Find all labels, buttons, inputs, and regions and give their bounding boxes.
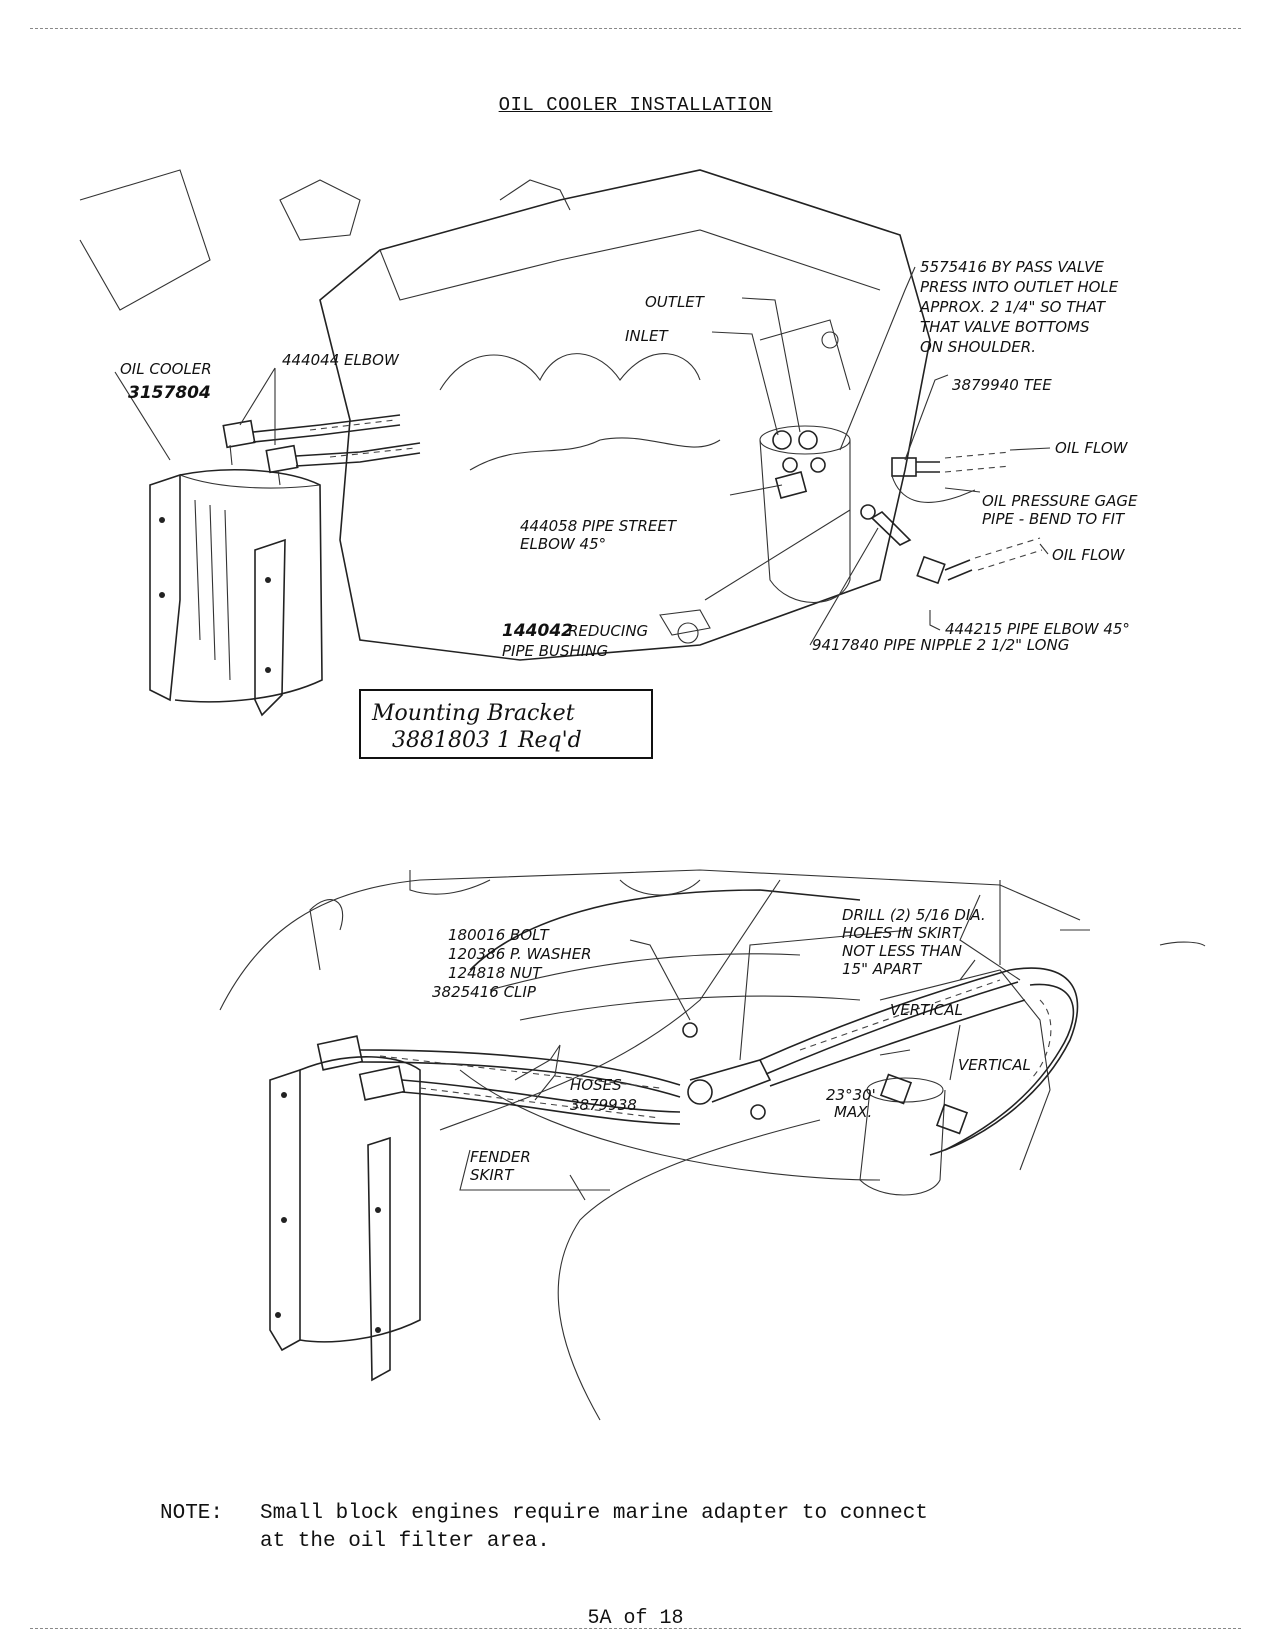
label-bypass-3: APPROX. 2 1/4" SO THAT: [919, 298, 1107, 316]
note-lead: NOTE:: [160, 1502, 224, 1525]
label-bypass-1: 5575416 BY PASS VALVE: [920, 258, 1104, 276]
label-clip: 3825416 CLIP: [432, 983, 537, 1001]
label-street-elbow-1: 444058 PIPE STREET: [520, 517, 678, 535]
bottom-diagram: 180016 BOLT 120386 P. WASHER 124818 NUT …: [219, 869, 1206, 1421]
label-oil-cooler: OIL COOLER: [120, 360, 212, 378]
label-elbow: 444044 ELBOW: [282, 351, 400, 369]
label-drill-2: HOLES IN SKIRT: [842, 924, 963, 942]
label-gage-1: OIL PRESSURE GAGE: [982, 492, 1138, 510]
engine-side-outline: [219, 869, 1206, 1181]
label-washer: 120386 P. WASHER: [448, 945, 592, 963]
label-oil-cooler-part: 3157804: [128, 383, 211, 403]
bottom-leader-lines: [459, 880, 1021, 1201]
label-bypass-5: ON SHOULDER.: [920, 338, 1036, 356]
label-oil-flow-1: OIL FLOW: [1055, 439, 1129, 457]
label-fender-2: SKIRT: [470, 1166, 515, 1184]
label-bolt: 180016 BOLT: [448, 926, 550, 944]
oil-cooler-bottom-drawing: [269, 1035, 681, 1382]
page-title: OIL COOLER INSTALLATION: [498, 94, 773, 116]
label-gage-2: PIPE - BEND TO FIT: [982, 510, 1126, 528]
label-vertical-1: VERTICAL: [890, 1001, 963, 1019]
top-edge-line: [30, 28, 1241, 29]
label-bushing-part: 144042: [502, 621, 573, 641]
filter-fittings-drawing: [772, 430, 1043, 585]
label-street-elbow-2: ELBOW 45°: [520, 535, 606, 553]
label-bushing-2: PIPE BUSHING: [502, 642, 608, 660]
top-diagram: OIL COOLER 3157804 444044 ELBOW OUTLET I…: [79, 169, 1138, 759]
note-line-2: at the oil filter area.: [260, 1530, 550, 1553]
label-tee: 3879940 TEE: [952, 376, 1052, 394]
fender-skirt-line: [439, 879, 781, 1131]
label-pipe-elbow: 444215 PIPE ELBOW 45°: [945, 620, 1130, 638]
label-hoses-2: 3879938: [570, 1096, 637, 1114]
note-text: Small block engines require marine adapt…: [260, 1500, 928, 1556]
label-nipple: 9417840 PIPE NIPPLE 2 1/2" LONG: [812, 636, 1069, 654]
bottom-edge-line: [30, 1628, 1241, 1629]
label-drill-1: DRILL (2) 5/16 DIA.: [842, 906, 986, 924]
bracket-line-1: Mounting Bracket: [371, 701, 575, 726]
label-fender-1: FENDER: [470, 1148, 531, 1166]
label-drill-3: NOT LESS THAN: [842, 942, 962, 960]
label-hoses-1: HOSES: [570, 1076, 622, 1094]
leader-lines: [114, 266, 1051, 646]
label-vertical-2: VERTICAL: [958, 1056, 1031, 1074]
engine-block-outline: [79, 169, 931, 661]
oil-cooler-drawing: [149, 414, 421, 717]
label-angle-2: MAX.: [834, 1103, 872, 1121]
label-angle-1: 23°30': [826, 1086, 876, 1104]
note-block: NOTE: Small block engines require marine…: [160, 1500, 1060, 1556]
label-bushing-1: REDUCING: [568, 622, 648, 640]
hose-routing-drawing: [682, 967, 1079, 1196]
label-oil-flow-2: OIL FLOW: [1052, 546, 1126, 564]
bracket-line-2: 3881803 1 Req'd: [392, 728, 582, 753]
page-number: 5A of 18: [587, 1607, 684, 1630]
mounting-bracket-callout: Mounting Bracket 3881803 1 Req'd: [359, 689, 653, 759]
label-inlet: INLET: [625, 327, 669, 345]
note-line-1: Small block engines require marine adapt…: [260, 1502, 928, 1525]
label-drill-4: 15" APART: [842, 960, 923, 978]
label-nut: 124818 NUT: [448, 964, 543, 982]
label-bypass-4: THAT VALVE BOTTOMS: [920, 318, 1090, 336]
label-bypass-2: PRESS INTO OUTLET HOLE: [920, 278, 1119, 296]
fender-edge-line: [557, 1119, 821, 1421]
label-outlet: OUTLET: [645, 293, 706, 311]
